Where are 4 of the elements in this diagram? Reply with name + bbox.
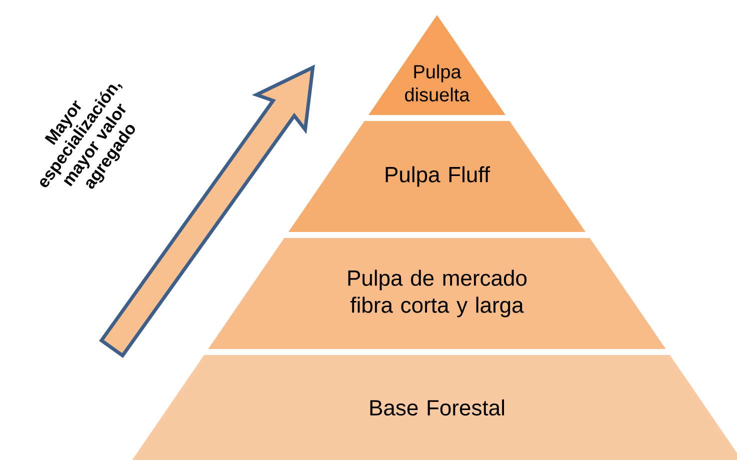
pyramid-tier: Pulpa Fluff <box>288 121 586 232</box>
pyramid-tier: Pulpa de mercado fibra corta y larga <box>208 238 666 349</box>
pyramid-tier: Pulpa disuelta <box>368 15 506 115</box>
pyramid-tier: Base Forestal <box>132 355 737 460</box>
